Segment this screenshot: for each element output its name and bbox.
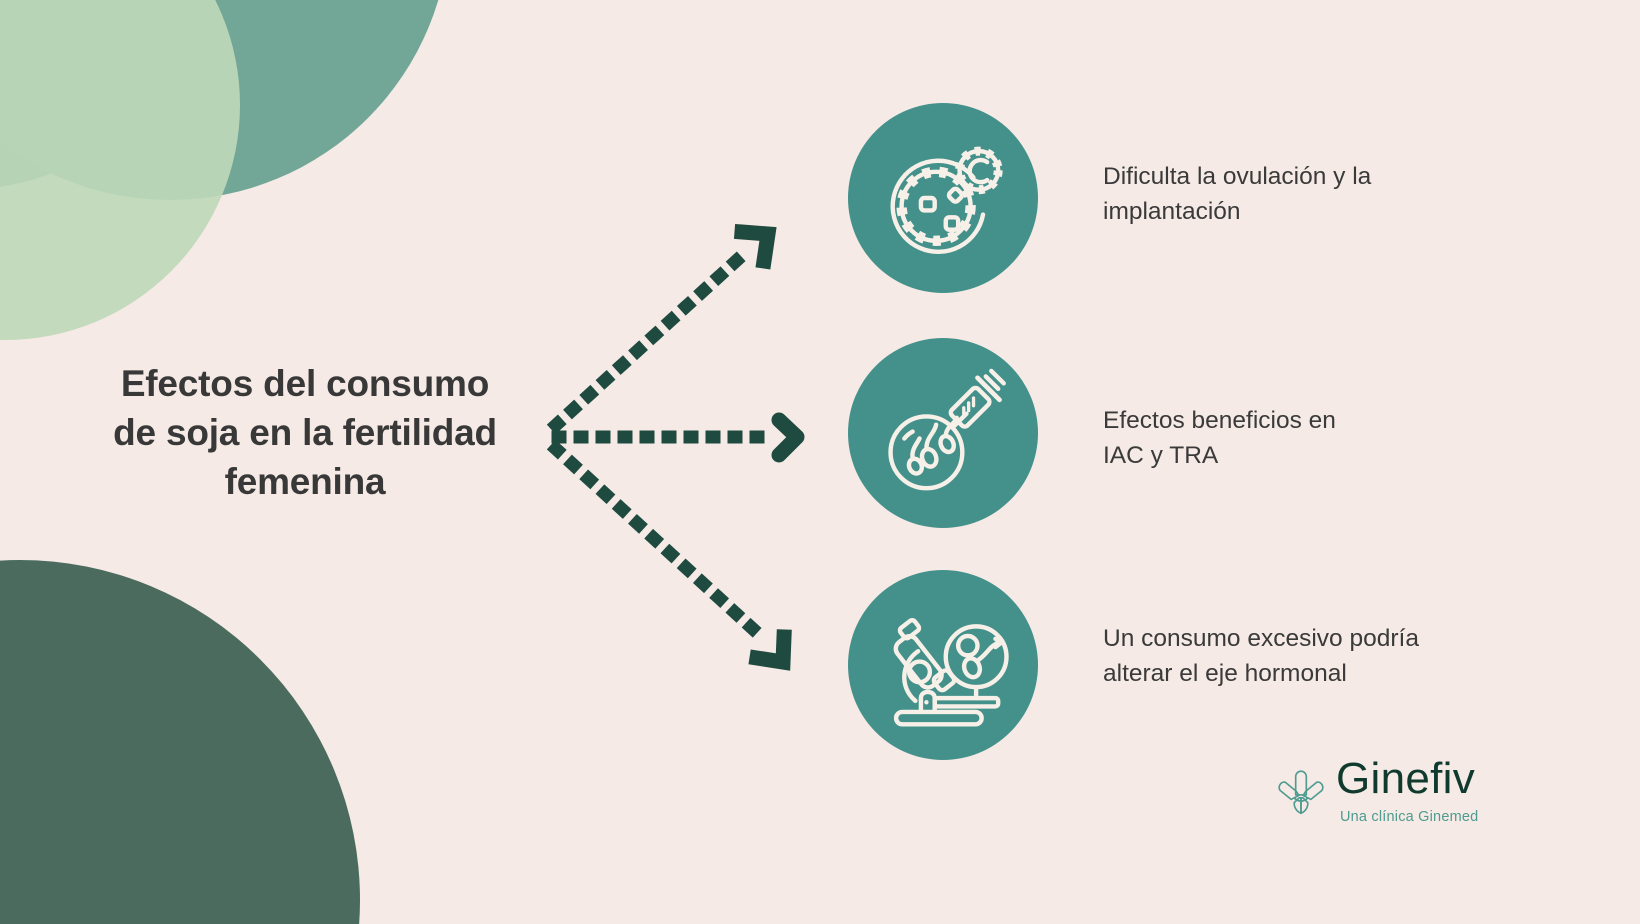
page-title-line-3: femenina (224, 460, 386, 502)
item-label-1-line-2: implantación (1103, 197, 1241, 225)
item-label-3-line-1: Un consumo excesivo podría (1103, 625, 1419, 652)
icon-circle-ovulation (848, 103, 1038, 293)
item-label-1-line-1: Dificulta la ovulación y la (1103, 163, 1372, 190)
brand-logo: Ginefiv Una clínica Ginemed (1272, 757, 1504, 829)
page-title-line-2: de soja en la fertilidad (113, 411, 497, 453)
arrow-up-right (546, 223, 777, 435)
item-label-1: Dificulta la ovulación y la implantación (1103, 160, 1533, 230)
page-title: Efectos del consumo de soja en la fertil… (60, 360, 550, 506)
page-title-line-1: Efectos del consumo (120, 363, 490, 404)
decorative-circle-light-green (0, 0, 240, 340)
item-label-2: Efectos beneficios en IAC y TRA (1103, 404, 1533, 474)
item-label-3-line-2: alterar el eje hormonal (1103, 659, 1347, 687)
icon-circle-insemination (848, 338, 1038, 528)
ovum-icon (890, 146, 1003, 255)
logo-tagline: Una clínica Ginemed (1340, 809, 1479, 825)
item-label-2-line-1: Efectos beneficios en (1103, 407, 1336, 434)
syringe-petri-dish-icon (888, 368, 1006, 491)
flower-petals-icon (1278, 770, 1324, 815)
icon-circle-microscope (848, 570, 1038, 760)
arrow-right (551, 412, 805, 463)
item-label-3: Un consumo excesivo podría alterar el ej… (1103, 622, 1533, 692)
item-label-2-line-2: IAC y TRA (1103, 441, 1219, 469)
arrow-down-right (546, 439, 792, 671)
decorative-circle-sage (0, 560, 360, 924)
microscope-icon (893, 618, 1009, 727)
logo-wordmark: Ginefiv (1336, 754, 1476, 803)
